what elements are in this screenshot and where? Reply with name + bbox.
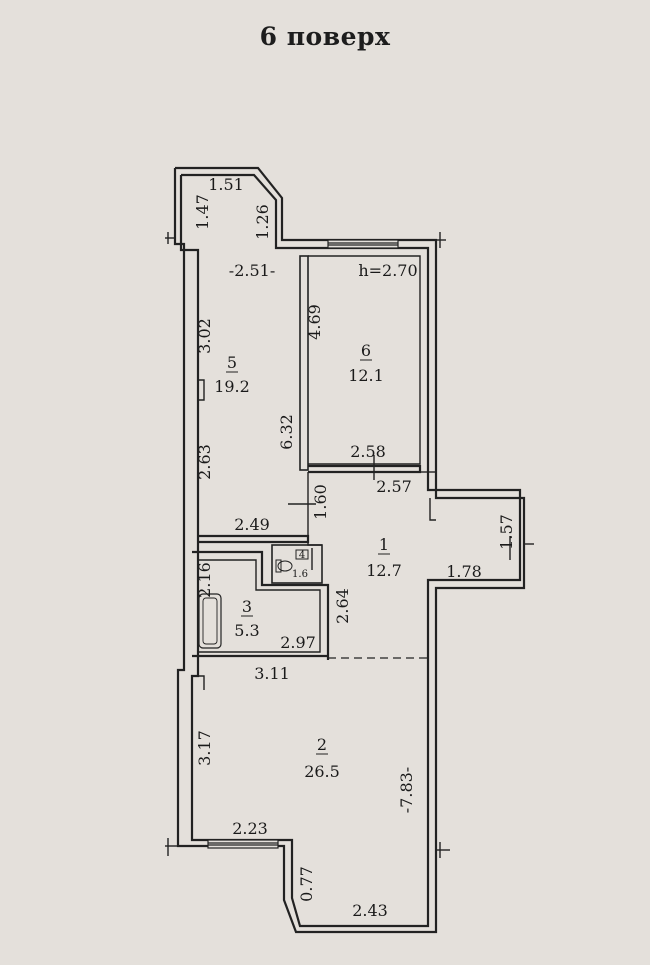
room-area: 12.7 — [366, 561, 402, 580]
dimension-labels: 1.51 1.47 1.26 -2.51- h=2.70 3.02 4.69 6… — [193, 175, 516, 920]
room-number: 6 — [361, 341, 371, 360]
dim-2-97: 2.97 — [280, 633, 316, 652]
dim-0-77: 0.77 — [297, 866, 316, 902]
dim-6-32: 6.32 — [277, 414, 296, 450]
dim-1-26: 1.26 — [253, 204, 272, 240]
dim-1-57: 1.57 — [497, 514, 516, 550]
dim-2-43: 2.43 — [352, 901, 388, 920]
dim-2-51: -2.51- — [229, 261, 275, 280]
room-area: 5.3 — [234, 621, 259, 640]
room-6-label: 6 12.1 — [348, 341, 384, 385]
toilet-icon — [275, 559, 293, 573]
room-4-label: 4 1.6 — [292, 550, 308, 580]
dim-3-02: 3.02 — [195, 318, 214, 354]
dim-2-63: 2.63 — [195, 444, 214, 480]
bathtub-icon — [198, 593, 222, 649]
dim-1-60: 1.60 — [311, 484, 330, 520]
dim-2-16: 2.16 — [195, 562, 214, 598]
room-3-label: 3 5.3 — [234, 597, 259, 640]
window-bottom — [207, 839, 279, 849]
dim-1-51: 1.51 — [208, 175, 244, 194]
dim-3-17: 3.17 — [195, 730, 214, 766]
dim-1-47: 1.47 — [193, 194, 212, 230]
dim-2-49: 2.49 — [234, 515, 270, 534]
dim-2-57: 2.57 — [376, 477, 412, 496]
room-area: 1.6 — [292, 569, 308, 580]
room-2-label: 2 26.5 — [304, 735, 340, 781]
wall-ticks — [165, 232, 534, 858]
room-1-label: 1 12.7 — [366, 535, 402, 580]
dim-2-58: 2.58 — [350, 442, 386, 461]
ceiling-height: h=2.70 — [358, 261, 417, 280]
room-number: 1 — [379, 535, 389, 554]
dim-2-23: 2.23 — [232, 819, 268, 838]
room-number: 5 — [227, 353, 237, 372]
outer-walls — [173, 166, 526, 934]
room-area: 26.5 — [304, 762, 340, 781]
room-number: 3 — [242, 597, 252, 616]
interior-walls — [192, 255, 436, 690]
room-number: 2 — [317, 735, 327, 754]
room-5-label: 5 19.2 — [214, 353, 250, 396]
dim-4-69: 4.69 — [305, 304, 324, 340]
dim-3-11: 3.11 — [254, 664, 290, 683]
floor-title: 6 поверх — [259, 22, 391, 51]
window-top — [327, 239, 399, 249]
room-area: 12.1 — [348, 366, 384, 385]
door-markers — [288, 455, 511, 570]
room-area: 19.2 — [214, 377, 250, 396]
room-number: 4 — [299, 550, 305, 561]
dim-1-78: 1.78 — [446, 562, 482, 581]
sink-icon — [295, 549, 309, 560]
dim-2-64: 2.64 — [333, 588, 352, 624]
dim-7-83: -7.83- — [397, 767, 416, 813]
